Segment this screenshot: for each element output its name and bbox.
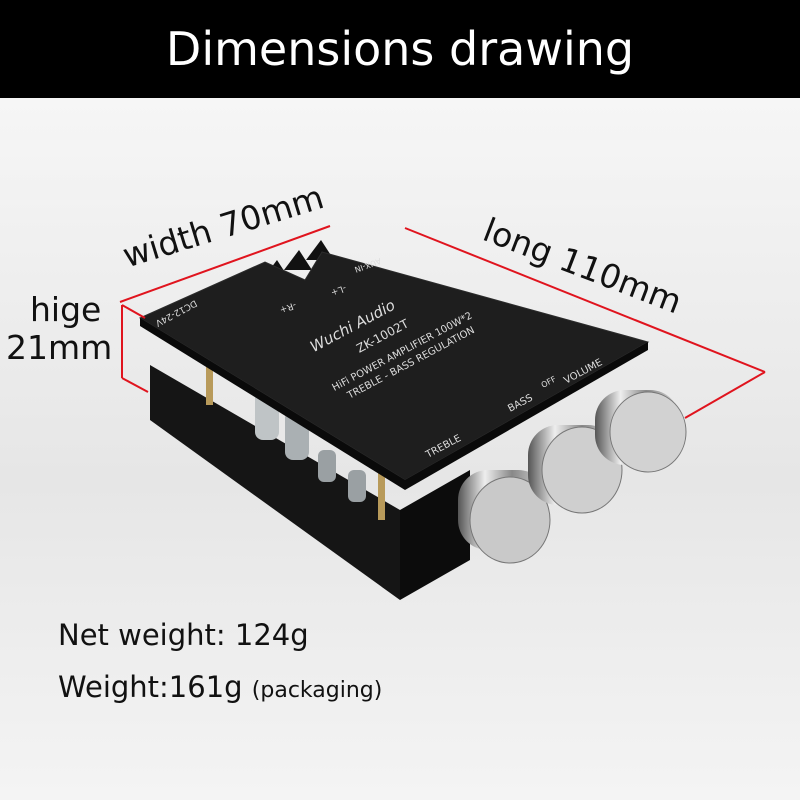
long-tick-end (684, 371, 766, 419)
top-plate-edge (140, 318, 405, 490)
top-plate-front-edge (405, 342, 648, 490)
height-tick-bottom (121, 377, 149, 393)
treble-knob[interactable] (458, 470, 551, 564)
capacitor (348, 470, 366, 502)
package-weight-note: (packaging) (251, 678, 383, 703)
standoff (378, 460, 385, 520)
pcb-base (150, 365, 400, 600)
height-tick-top (121, 304, 146, 319)
package-weight-value: Weight:161g (58, 670, 243, 704)
pcb-base-front (400, 470, 470, 600)
width-dimension-line (119, 225, 331, 303)
net-weight: Net weight: 124g (58, 618, 309, 652)
standoff (206, 360, 213, 405)
title-banner: Dimensions drawing (0, 0, 800, 98)
height-label-line2: 21mm (6, 328, 113, 367)
capacitor (318, 450, 336, 482)
volume-knob[interactable] (595, 390, 687, 473)
package-weight: Weight:161g (packaging) (58, 670, 382, 704)
height-label-line1: hige (30, 290, 102, 329)
long-dimension-line (404, 227, 766, 373)
